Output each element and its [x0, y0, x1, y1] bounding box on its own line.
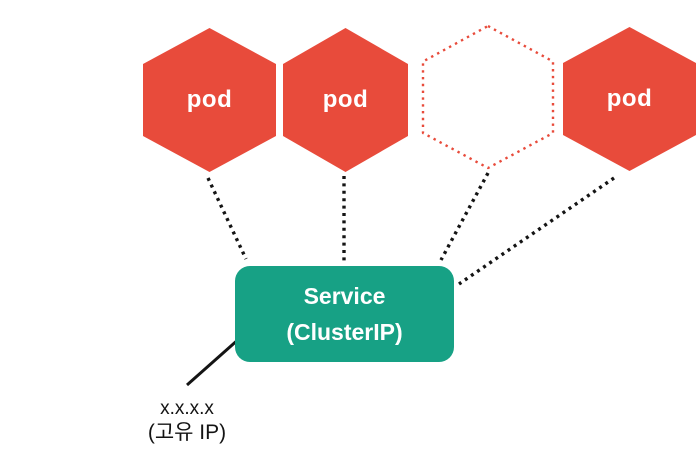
- ip-address: x.x.x.x: [160, 398, 214, 419]
- service-label: Service (ClusterIP): [235, 266, 454, 362]
- service-box: [235, 266, 454, 362]
- pod-hexagon-1: [143, 28, 276, 172]
- pod-hexagon-4: [563, 27, 696, 171]
- pod-label-2: pod: [322, 86, 369, 113]
- pod-label-4: pod: [606, 85, 653, 112]
- connector-pod-1: [206, 177, 248, 260]
- pod-label-1: pod: [186, 86, 233, 113]
- ip-note: (고유 IP): [147, 421, 227, 444]
- connector-pod-3: [439, 172, 490, 261]
- service-title: Service: [303, 283, 386, 309]
- ip-label: x.x.x.x (고유 IP): [116, 398, 258, 447]
- service-subtitle: (ClusterIP): [286, 319, 403, 345]
- service-to-ip-line: [186, 336, 241, 387]
- connector-pod-4: [458, 176, 615, 286]
- pod-hexagon-2: [283, 28, 408, 172]
- pod-hexagon-3-dotted: [421, 24, 555, 170]
